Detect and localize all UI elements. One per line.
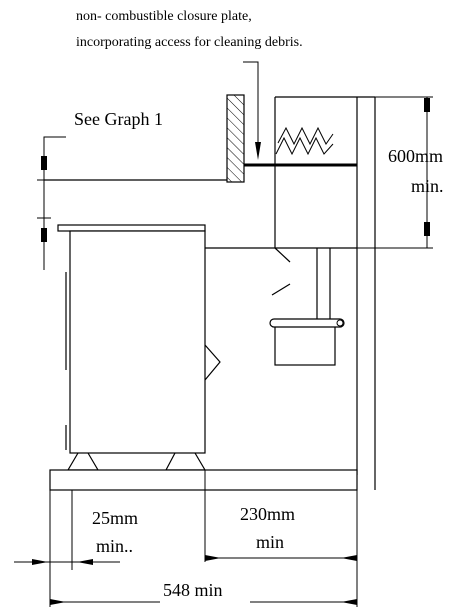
dim-230-unit: min <box>256 532 284 552</box>
dim-548-arrow-right <box>341 599 357 605</box>
see-graph-label: See Graph 1 <box>74 109 163 129</box>
dim-548-arrow-left <box>50 599 66 605</box>
closure-plate-leader <box>243 61 259 150</box>
stove-top-plate <box>57 224 206 232</box>
connector-top <box>274 247 291 263</box>
stove-foot-right <box>165 452 207 471</box>
closure-plate-leader-arrow <box>255 142 261 160</box>
dim-548-label: 548 min <box>163 580 223 600</box>
dim-600-marker-bottom <box>424 222 430 236</box>
left-dim-marker-top <box>41 156 47 170</box>
hatched-wall <box>226 94 245 183</box>
stove-foot-left <box>66 452 100 471</box>
dim-25-arrow-right <box>77 559 93 565</box>
flue-band-bolt <box>336 319 344 327</box>
dim-25-arrow-left <box>32 559 48 565</box>
dim-25-value: 25mm <box>92 508 138 528</box>
flue-band <box>269 318 345 328</box>
see-graph-leader <box>43 136 66 270</box>
stove-rear-notch <box>204 344 221 381</box>
dim-230-arrow-right <box>341 555 357 561</box>
hearth <box>49 469 358 491</box>
dim-230-value: 230mm <box>240 504 295 524</box>
flue-collar <box>274 322 336 366</box>
connector-bottom <box>271 283 291 296</box>
insulation-zigzag-2 <box>275 136 334 156</box>
dim-600-marker-top <box>424 98 430 112</box>
dim-600-unit: min. <box>411 176 444 196</box>
dim-600-value: 600mm <box>388 146 443 166</box>
stove-body <box>69 230 206 454</box>
closure-plate-note-line1: non- combustible closure plate, <box>76 9 252 24</box>
closure-plate-note-line2: incorporating access for cleaning debris… <box>76 35 303 50</box>
dim-25-unit: min.. <box>96 536 133 556</box>
dim-230-arrow-left <box>205 555 221 561</box>
insulation-zigzag-1 <box>277 126 334 146</box>
left-dim-marker-bottom <box>41 228 47 242</box>
